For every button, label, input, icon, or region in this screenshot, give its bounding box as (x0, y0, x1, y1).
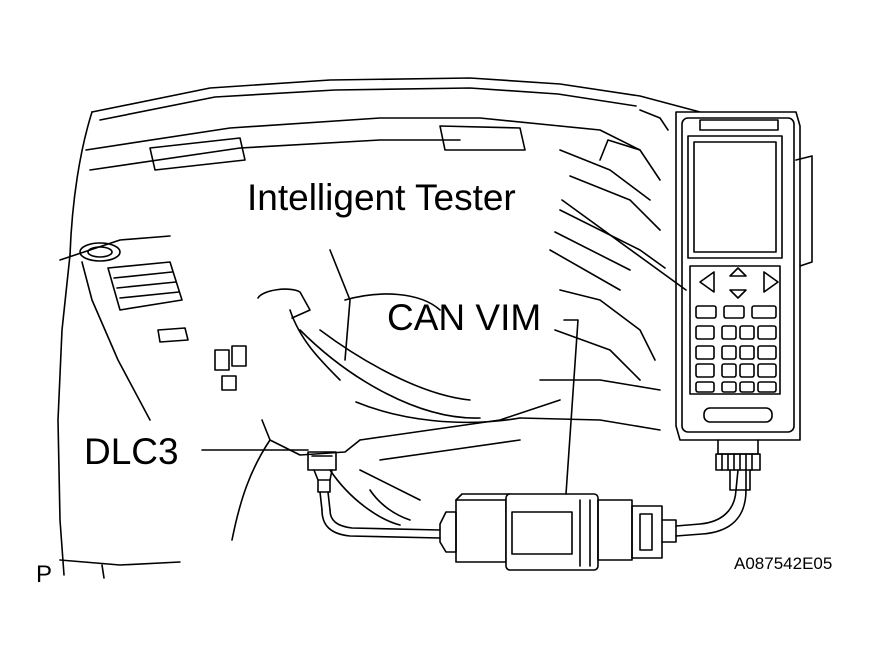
dashboard-outline (57, 77, 701, 579)
dlc3-label: DLC3 (84, 431, 179, 472)
vim-leader-line (563, 319, 579, 495)
corner-mark: P (36, 561, 53, 588)
can-vim-module (439, 493, 677, 571)
can-vim-label: CAN VIM (387, 297, 542, 338)
vim-tester-cable (675, 469, 747, 537)
intelligent-tester-label: Intelligent Tester (247, 177, 516, 218)
dlc3-cable (321, 509, 441, 539)
tester-leader-line (561, 199, 687, 291)
figure-code: A087542E05 (734, 554, 833, 573)
dlc3-connector (307, 451, 337, 511)
intelligent-tester-device (675, 111, 813, 491)
